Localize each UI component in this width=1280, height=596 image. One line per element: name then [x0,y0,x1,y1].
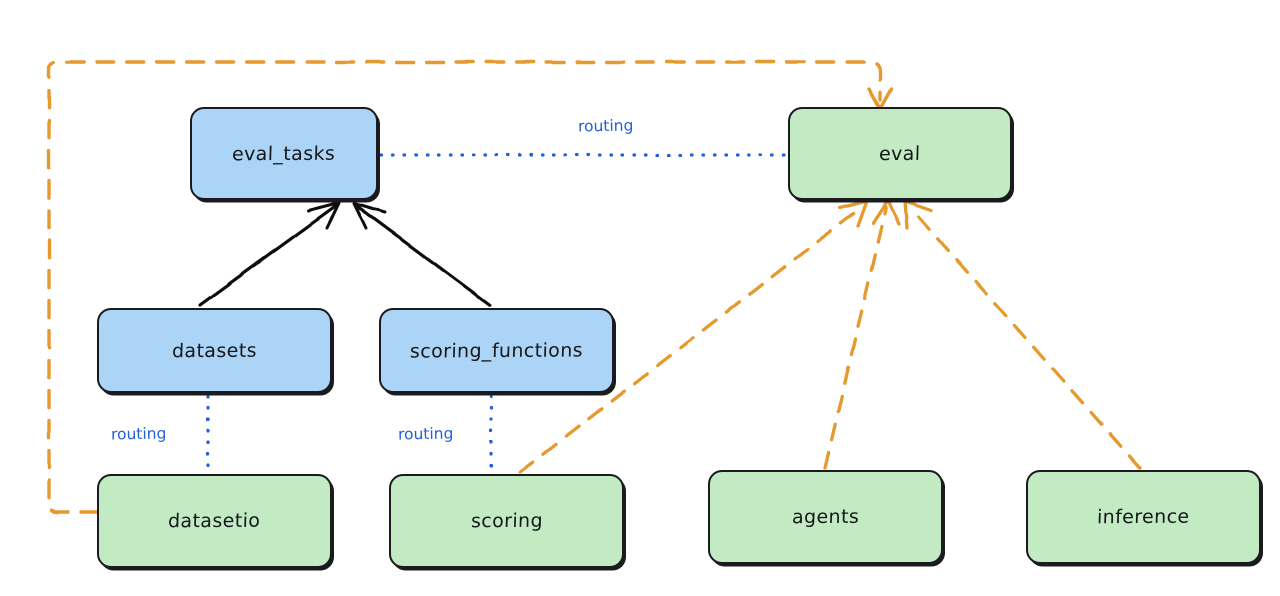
edge-scoring-to-eval [518,199,869,474]
edge-label-routing-scoring: routing [397,424,454,444]
node-label: agents [791,505,860,529]
node-eval[interactable]: eval [788,107,1012,200]
node-label: eval [878,142,922,165]
node-eval-tasks[interactable]: eval_tasks [190,107,378,200]
node-label: inference [1096,505,1191,529]
node-label: eval_tasks [232,142,336,165]
node-datasetio[interactable]: datasetio [97,474,332,568]
edge-agents-to-eval [823,198,901,470]
node-inference[interactable]: inference [1026,470,1261,564]
node-label: scoring_functions [409,338,584,363]
node-datasets[interactable]: datasets [97,308,332,393]
edge-inference-to-eval [903,199,1142,470]
node-label: datasets [171,339,258,362]
node-scoring-functions[interactable]: scoring_functions [379,308,614,393]
node-scoring[interactable]: scoring [389,474,624,568]
edge-datasets-to-eval-tasks [198,201,341,307]
edge-scoring-functions-to-eval-tasks [352,201,492,307]
node-agents[interactable]: agents [708,470,943,564]
edge-label-routing-eval: routing [577,116,634,136]
edge-label-routing-datasetio: routing [110,424,167,444]
node-label: datasetio [168,509,261,533]
edge-datasetio-to-eval [47,60,893,514]
node-label: scoring [470,509,543,533]
